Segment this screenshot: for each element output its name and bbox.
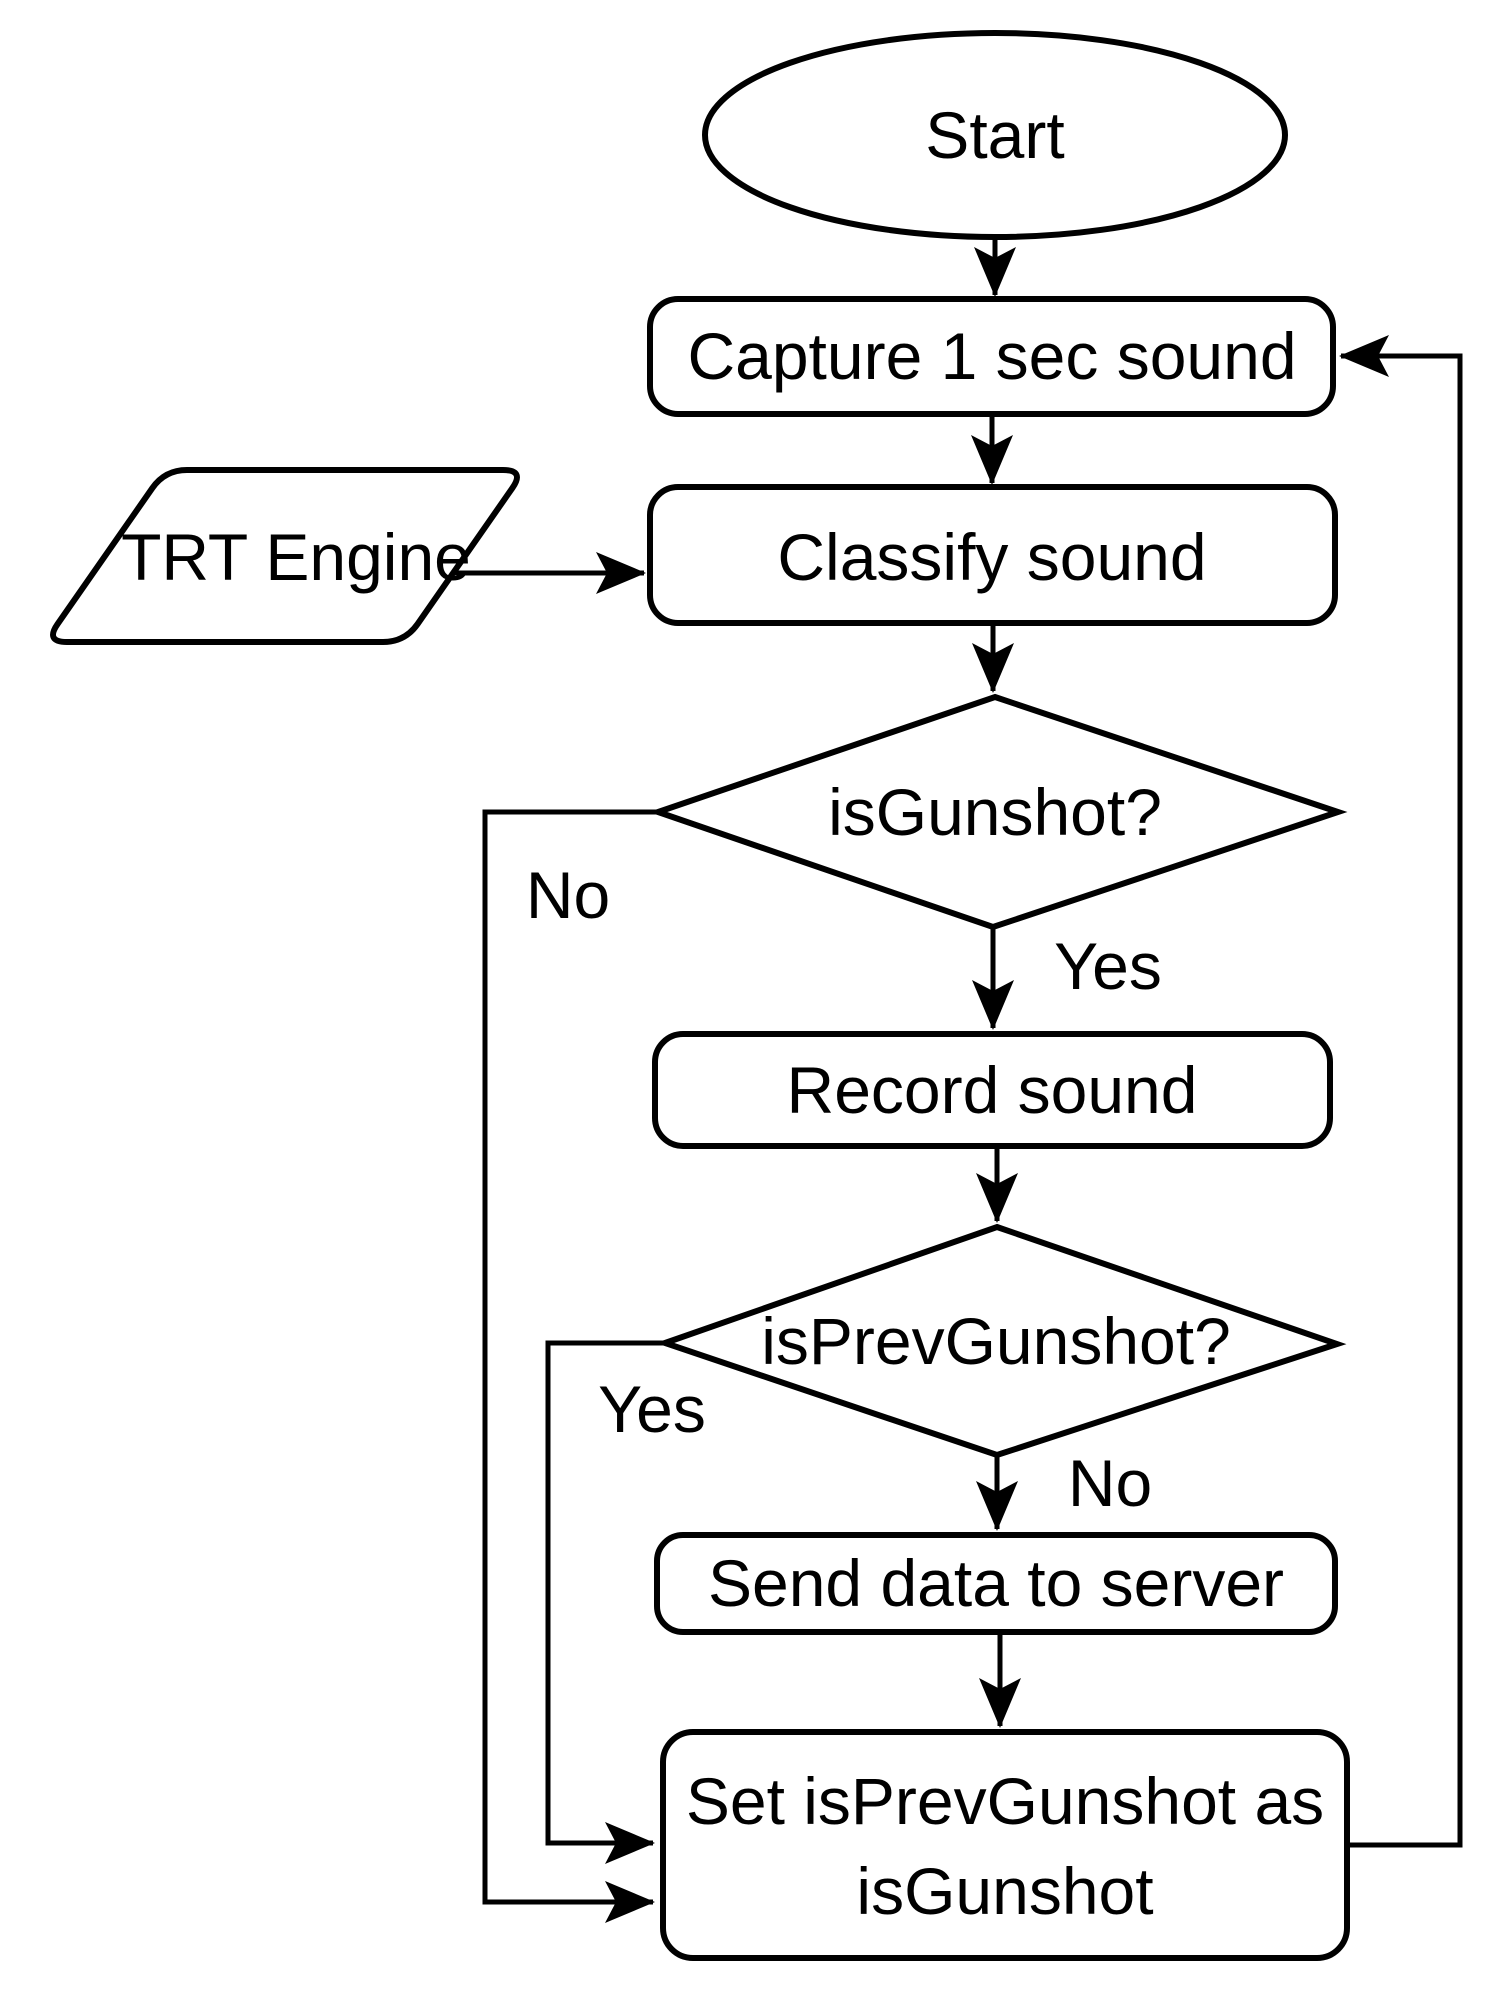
isprevgunshot-yes-label: Yes [598, 1372, 706, 1446]
start-node [702, 30, 1288, 240]
record-node [652, 1031, 1333, 1149]
arrow-isgunshot-no-to-set [482, 809, 658, 1923]
capture-node [647, 296, 1336, 417]
isprevgunshot-decision-node [655, 1223, 1347, 1459]
send-data-node [654, 1532, 1338, 1635]
set-prev-label-line1: Set isPrevGunshot as [686, 1764, 1324, 1838]
classify-label: Classify sound [777, 520, 1206, 594]
trt-engine-label: TRT Engine [121, 520, 471, 594]
trt-engine-node [50, 467, 520, 645]
isgunshot-yes-label: Yes [1054, 929, 1162, 1003]
isgunshot-label: isGunshot? [828, 775, 1162, 849]
arrow-isprevgunshot-yes-to-set [545, 1340, 665, 1864]
capture-label: Capture 1 sec sound [687, 319, 1296, 393]
record-label: Record sound [787, 1053, 1198, 1127]
send-data-label: Send data to server [708, 1546, 1284, 1620]
isgunshot-decision-node [648, 693, 1348, 931]
isprevgunshot-label: isPrevGunshot? [761, 1304, 1231, 1378]
arrow-set-loop-to-capture [1339, 335, 1463, 1848]
classify-node [647, 484, 1338, 626]
isgunshot-no-label: No [526, 858, 610, 932]
start-label: Start [925, 98, 1064, 172]
isprevgunshot-no-label: No [1068, 1446, 1152, 1520]
set-prev-node [660, 1729, 1350, 1961]
set-prev-label-line2: isGunshot [856, 1854, 1153, 1928]
